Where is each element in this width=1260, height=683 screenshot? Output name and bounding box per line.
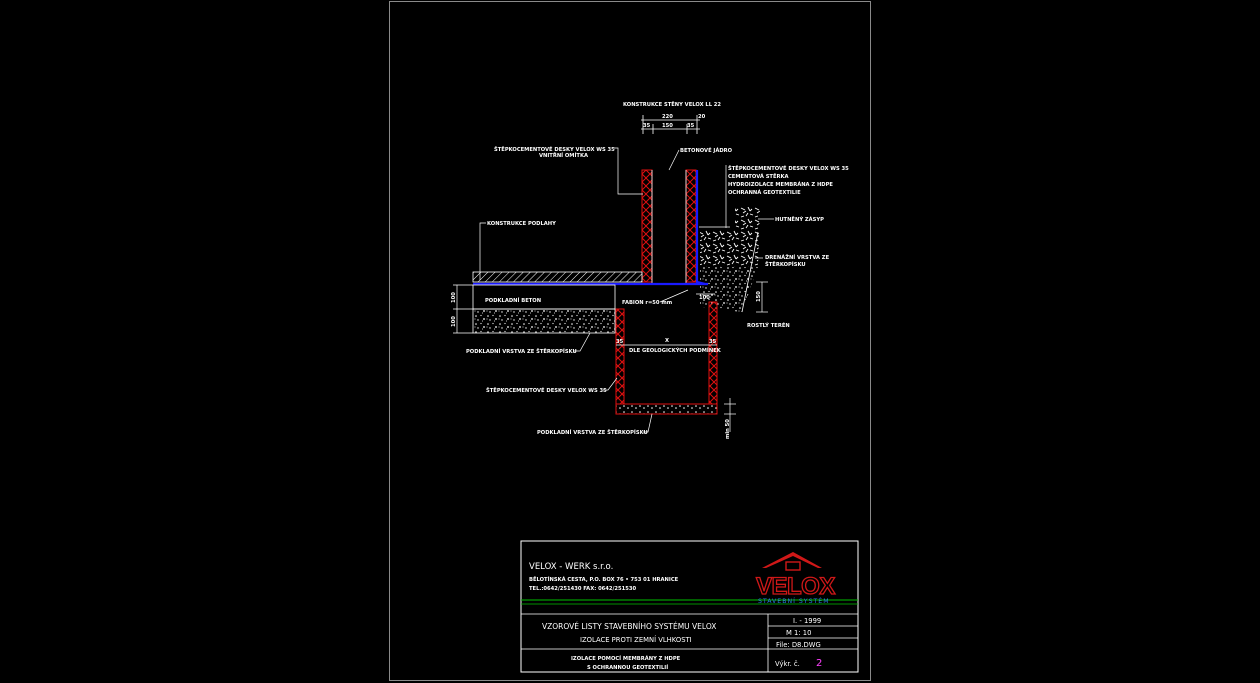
- dim-35a: 35: [643, 123, 651, 129]
- core-label: BETONOVÉ JÁDRO: [680, 146, 733, 154]
- right-label-1: ŠTĚPKOCEMENTOVÉ DESKY VELOX WS 35: [728, 164, 849, 172]
- right-label-4: OCHRANNÁ GEOTEXTILIE: [728, 189, 801, 196]
- footing-bed: [615, 403, 718, 415]
- left-label-1: ŠTĚPKOCEMENTOVÉ DESKY VELOX WS 35: [494, 145, 615, 153]
- title-block: VELOX - WERK s.r.o. BĚLOTÍNSKÁ CESTA, P.…: [520, 540, 859, 673]
- company-address: BĚLOTÍNSKÁ CESTA, P.O. BOX 76 • 753 01 H…: [529, 575, 679, 583]
- file-name: File: D8.DWG: [776, 641, 821, 649]
- series-title: VZOROVÉ LISTY STAVEBNÍHO SYSTÉMU VELOX: [542, 622, 716, 631]
- dim-35-right: 35: [709, 339, 717, 345]
- sheet-number: 2: [816, 658, 822, 669]
- dim-35-left: 35: [616, 339, 624, 345]
- velox-logo: VELOX STAVEBNÍ SYSTÉM: [755, 552, 836, 605]
- dim-x: X: [665, 338, 669, 344]
- gravel-bed: [472, 308, 616, 334]
- title-frame: [520, 540, 859, 673]
- date: I. - 1999: [793, 617, 821, 625]
- dim-100-right: 100: [699, 295, 710, 301]
- right-label-2: CEMENTOVÁ STĚRKA: [728, 172, 789, 180]
- construction-detail-drawing: KONSTRUKCE STĚNY VELOX LL 22 220 20 35 1…: [451, 100, 859, 673]
- floor-hatch: [472, 271, 643, 283]
- terrain-label: ROSTLÝ TERÉN: [747, 321, 790, 329]
- base-concrete-label: PODKLADNÍ BETON: [485, 296, 541, 304]
- base-concrete: [472, 284, 616, 310]
- wall-title: KONSTRUKCE STĚNY VELOX LL 22: [623, 100, 721, 108]
- dim-left-bottom: 100: [451, 316, 457, 327]
- footing-board-left: [615, 308, 625, 405]
- dim-35b: 35: [687, 123, 695, 129]
- left-leaders: ŠTĚPKOCEMENTOVÉ DESKY VELOX WS 35 VNITŘN…: [494, 145, 733, 195]
- inner-board: [641, 169, 653, 283]
- dim-min50: min 50: [725, 419, 731, 439]
- topic: IZOLACE PROTI ZEMNÍ VLHKOSTI: [580, 635, 692, 644]
- logo-text: VELOX: [756, 573, 835, 600]
- wall-dimension-block: KONSTRUKCE STĚNY VELOX LL 22 220 20 35 1…: [623, 100, 721, 134]
- right-label-3: HYDROIZOLACE MEMBRÁNA Z HDPE: [728, 181, 833, 188]
- sheet-desc-2: S OCHRANNOU GEOTEXTILIÍ: [587, 663, 668, 671]
- gravel-label-2: PODKLADNÍ VRSTVA ZE ŠTĚRKOPÍSKU: [537, 428, 648, 436]
- geo-label: DLE GEOLOGICKÝCH PODMÍNEK: [629, 346, 722, 354]
- dim-220: 220: [662, 114, 673, 120]
- gravel-label-1: PODKLADNÍ VRSTVA ZE ŠTĚRKOPÍSKU: [466, 347, 577, 355]
- backfill: HUTNĚNÝ ZÁSYP DRENÁŽNÍ VRSTVA ZE ŠTĚRKOP…: [700, 207, 830, 313]
- scale: M 1: 10: [786, 629, 811, 637]
- left-label-2: VNITŘNÍ OMÍTKA: [539, 151, 588, 159]
- drainage-layer: [700, 267, 758, 312]
- fill-label: HUTNĚNÝ ZÁSYP: [775, 215, 824, 223]
- company-contact: TEL.:0642/251430 FAX: 0642/251530: [529, 586, 636, 592]
- company-name: VELOX - WERK s.r.o.: [529, 562, 613, 572]
- floor-label: KONSTRUKCE PODLAHY: [487, 221, 556, 227]
- sheet-desc-1: IZOLACE POMOCÍ MEMBRÁNY Z HDPE: [571, 654, 681, 662]
- fabion-label: FABION r=50 mm: [622, 300, 672, 306]
- drain-label-2: ŠTĚRKOPÍSKU: [765, 260, 806, 268]
- footing-section: 35 X 35 DLE GEOLOGICKÝCH PODMÍNEK PODKLA…: [466, 301, 736, 439]
- footing-label: ŠTĚPKOCEMENTOVÉ DESKY VELOX WS 35: [486, 386, 607, 394]
- dim-20: 20: [698, 114, 706, 120]
- compacted-backfill: [700, 207, 760, 267]
- drain-label-1: DRENÁŽNÍ VRSTVA ZE: [765, 253, 830, 261]
- outer-board: [685, 169, 697, 283]
- dim-left-top: 100: [451, 292, 457, 303]
- dim-150-right: 150: [756, 291, 762, 302]
- drawing-sheet: KONSTRUKCE STĚNY VELOX LL 22 220 20 35 1…: [389, 1, 871, 681]
- right-leaders: ŠTĚPKOCEMENTOVÉ DESKY VELOX WS 35 CEMENT…: [725, 164, 849, 228]
- dim-150: 150: [662, 123, 673, 129]
- sheet-no-label: Výkr. č.: [775, 660, 800, 668]
- floor-section: KONSTRUKCE PODLAHY PODKLADNÍ BETON 100 1…: [451, 221, 790, 334]
- logo-subtext: STAVEBNÍ SYSTÉM: [758, 596, 830, 605]
